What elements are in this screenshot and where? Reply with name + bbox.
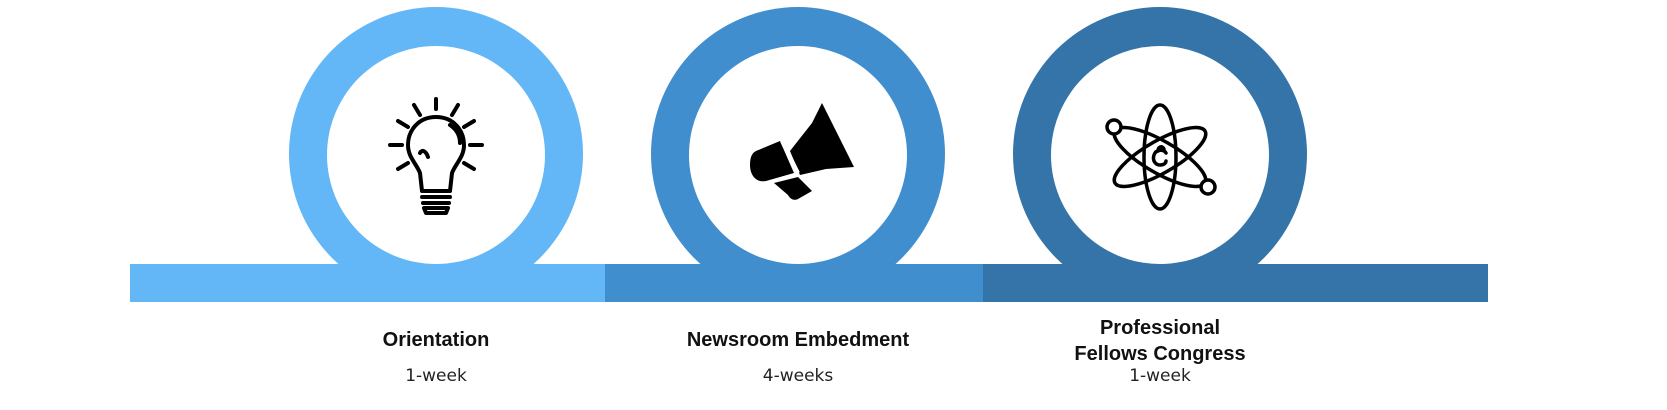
- stage-inner-orientation: [327, 46, 545, 264]
- stage-title-professional-fellows-congress: Professional Fellows Congress: [1074, 317, 1246, 365]
- stage-duration-orientation: 1-week: [405, 366, 467, 386]
- stage-title-newsroom-embedment: Newsroom Embedment: [686, 329, 910, 351]
- stage-duration-newsroom-embedment: 4-weeks: [762, 366, 834, 386]
- stage-title-orientation: Orientation: [382, 329, 490, 351]
- stage-duration-professional-fellows-congress: 1-week: [1129, 366, 1191, 386]
- lightbulb-icon: [388, 97, 484, 215]
- stage-inner-professional-fellows-congress: [1051, 46, 1269, 264]
- atom-icon: [1105, 103, 1217, 211]
- megaphone-icon: [750, 103, 854, 200]
- stage-inner-newsroom-embedment: [689, 46, 907, 264]
